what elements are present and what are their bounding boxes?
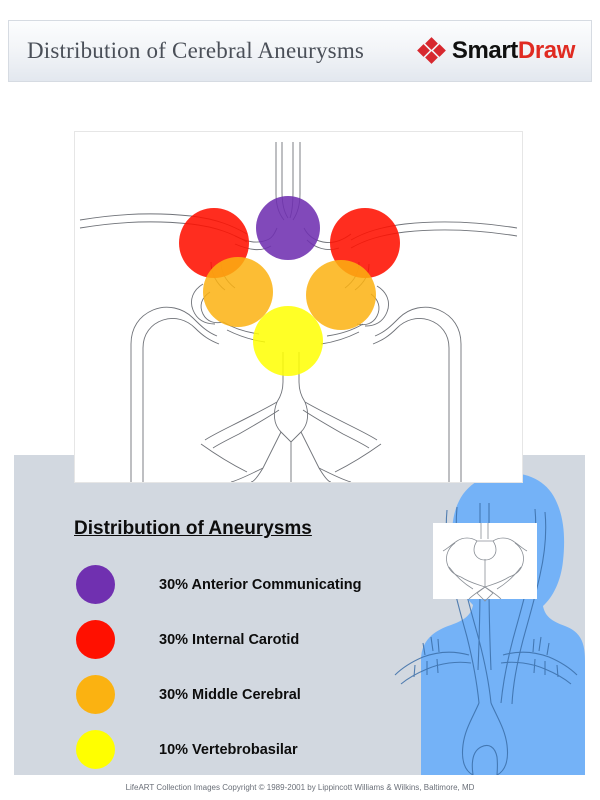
marker-middle-cerebral-left [203, 257, 273, 327]
footer-credit: LifeART Collection Images Copyright © 19… [125, 783, 475, 792]
brand-name-smart: Smart [451, 37, 518, 64]
legend-swatch-purple [76, 565, 115, 604]
legend-item-middle-cerebral: 30% Middle Cerebral [74, 667, 404, 722]
marker-internal-carotid-right [330, 208, 400, 278]
marker-middle-cerebral-right [306, 260, 376, 330]
marker-vertebrobasilar [253, 306, 323, 376]
brand-name-draw: Draw [517, 37, 575, 64]
legend-swatch-red [76, 620, 115, 659]
legend-item-vertebrobasilar: 10% Vertebrobasilar [74, 722, 404, 777]
legend: Distribution of Aneurysms 30% Anterior C… [74, 518, 404, 777]
legend-item-anterior-communicating: 30% Anterior Communicating [74, 557, 404, 612]
neck-vessel-lines [394, 503, 578, 775]
smartdraw-diamond-icon [417, 37, 446, 64]
circle-of-willis-diagram [74, 131, 523, 483]
legend-item-internal-carotid: 30% Internal Carotid [74, 612, 404, 667]
legend-label-anterior-communicating: 30% Anterior Communicating [159, 576, 362, 593]
aneurysm-site-markers [179, 196, 400, 376]
head-neck-vasculature-silhouette [385, 455, 585, 775]
legend-label-middle-cerebral: 30% Middle Cerebral [159, 686, 301, 703]
legend-swatch-yellow [76, 730, 115, 769]
legend-label-internal-carotid: 30% Internal Carotid [159, 631, 300, 648]
page-title: Distribution of Cerebral Aneurysms [27, 38, 365, 63]
smartdraw-wordmark: SmartDraw [451, 37, 576, 65]
smartdraw-logo: SmartDraw [417, 37, 576, 65]
legend-title: Distribution of Aneurysms [74, 518, 312, 539]
legend-swatch-orange [76, 675, 115, 714]
marker-anterior-communicating [256, 196, 320, 260]
legend-label-vertebrobasilar: 10% Vertebrobasilar [159, 741, 298, 758]
header-band: Distribution of Cerebral Aneurysms Smart… [8, 20, 592, 82]
circle-of-willis-inset-lines [442, 523, 528, 602]
